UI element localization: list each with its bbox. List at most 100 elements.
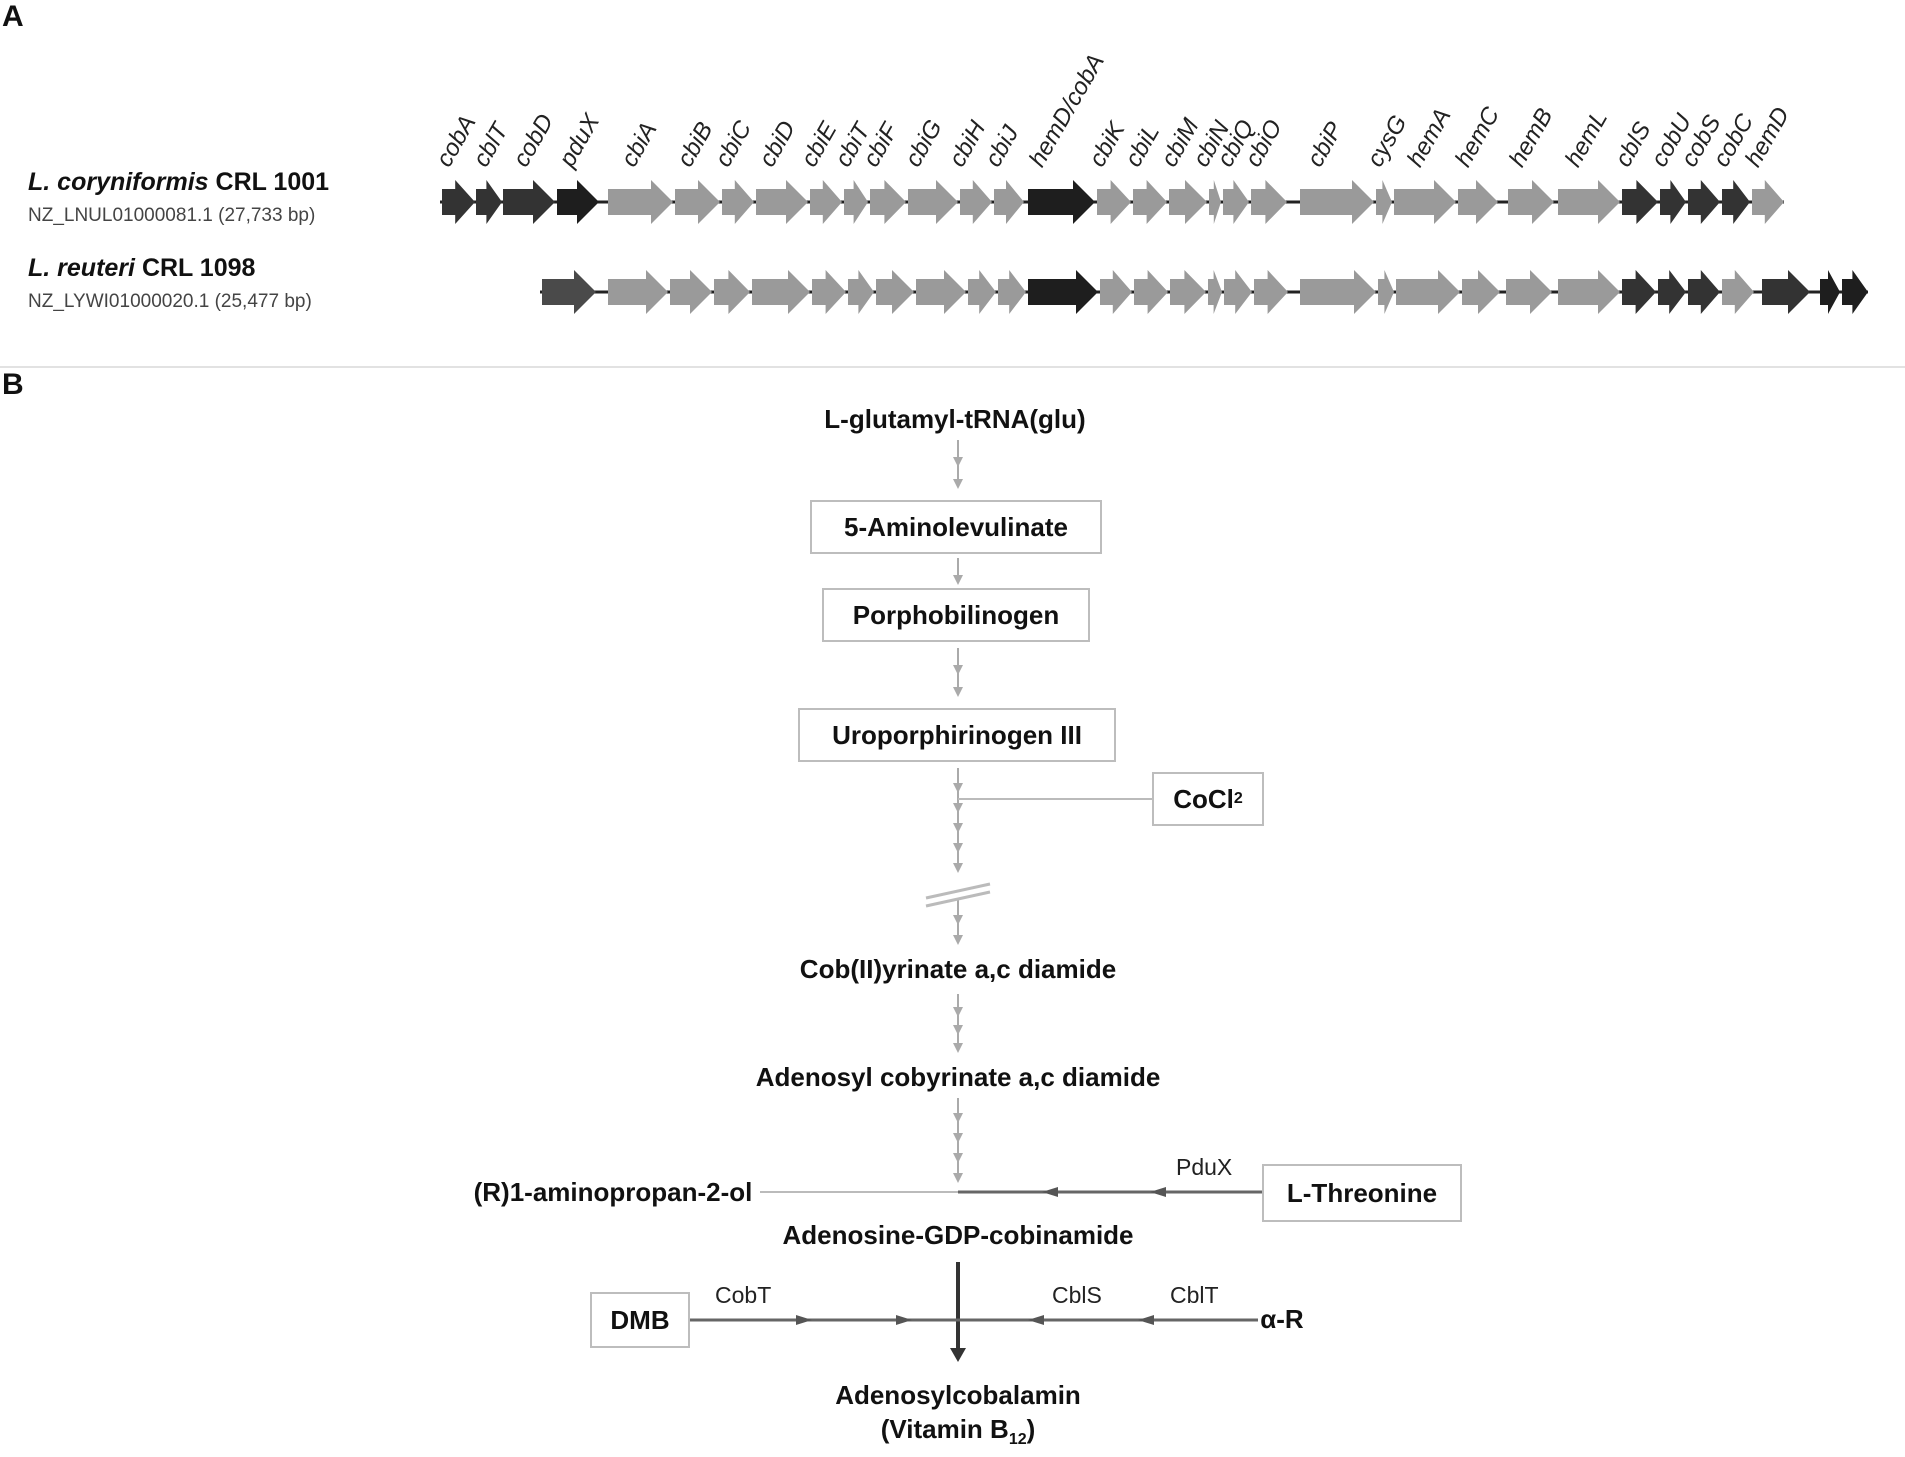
gene-arrow bbox=[812, 270, 846, 314]
gene-arrow bbox=[1376, 180, 1392, 224]
cocl2-text: CoCl bbox=[1173, 783, 1234, 814]
species-name: L. coryniformis bbox=[28, 168, 209, 196]
enzyme-cblt: CblT bbox=[1170, 1282, 1219, 1308]
gene-arrow bbox=[1688, 180, 1720, 224]
enzyme-cobt: CobT bbox=[715, 1282, 772, 1308]
branch-arrowhead bbox=[1028, 1315, 1044, 1325]
gene-row-reuteri bbox=[540, 270, 1868, 314]
gene-arrow bbox=[1100, 270, 1132, 314]
gene-arrow bbox=[1378, 270, 1394, 314]
gene-arrow bbox=[998, 270, 1026, 314]
gene-arrow bbox=[503, 180, 555, 224]
gene-arrow bbox=[1028, 180, 1095, 224]
panel-a-letter: A bbox=[2, 0, 24, 33]
gene-arrow bbox=[1254, 270, 1288, 314]
gene-arrow bbox=[870, 180, 906, 224]
gene-arrow bbox=[968, 270, 996, 314]
gene-arrow bbox=[608, 180, 673, 224]
gene-arrow bbox=[1658, 270, 1686, 314]
gene-arrow bbox=[1622, 180, 1658, 224]
node-aminopropanol: (R)1-aminopropan-2-ol bbox=[473, 1177, 753, 1207]
gene-arrow bbox=[1394, 180, 1456, 224]
node-porphobilinogen: Porphobilinogen bbox=[822, 588, 1090, 642]
gene-arrow bbox=[1134, 270, 1168, 314]
gene-arrow bbox=[557, 180, 599, 224]
node-adenosyl-cobyrinate: Adenosyl cobyrinate a,c diamide bbox=[755, 1062, 1161, 1092]
gene-arrow bbox=[994, 180, 1024, 224]
gene-arrow bbox=[960, 180, 992, 224]
gene-arrow bbox=[722, 180, 754, 224]
gene-cluster-map bbox=[440, 180, 1868, 314]
gene-arrow bbox=[675, 180, 720, 224]
branch-arrowhead bbox=[1042, 1187, 1058, 1197]
node-alpha-r: α-R bbox=[1260, 1304, 1304, 1334]
gene-arrow bbox=[1300, 180, 1374, 224]
gene-arrow bbox=[752, 270, 810, 314]
gene-arrow bbox=[1722, 270, 1754, 314]
node-glutamyl-trna: L-glutamyl-tRNA(glu) bbox=[824, 404, 1086, 434]
node-l-threonine: L-Threonine bbox=[1262, 1164, 1462, 1222]
gene-arrow bbox=[1688, 270, 1720, 314]
strain-name: L. coryniformis CRL 1001 bbox=[28, 168, 329, 197]
gene-arrow bbox=[1170, 270, 1206, 314]
node-cobyrinate-diamide: Cob(II)yrinate a,c diamide bbox=[799, 954, 1117, 984]
node-uroporphirinogen: Uroporphirinogen III bbox=[798, 708, 1116, 762]
node-vitamin-b12: (Vitamin B12) bbox=[881, 1412, 1036, 1457]
final-arrow bbox=[950, 1262, 966, 1362]
gene-arrow bbox=[608, 270, 668, 314]
gene-arrow bbox=[670, 270, 712, 314]
panel-divider bbox=[0, 366, 1905, 368]
gene-arrow bbox=[1558, 180, 1620, 224]
branch-arrowhead bbox=[896, 1315, 912, 1325]
gene-arrow bbox=[1223, 180, 1249, 224]
gene-arrow bbox=[542, 270, 596, 314]
gene-arrow bbox=[1133, 180, 1167, 224]
pathway-segment bbox=[925, 882, 991, 900]
panel-b-letter: B bbox=[2, 368, 24, 401]
strain-id: CRL 1098 bbox=[141, 254, 256, 282]
enzyme-pdux: PduX bbox=[1176, 1154, 1233, 1180]
gene-arrow bbox=[1396, 270, 1460, 314]
node-dmb: DMB bbox=[590, 1292, 690, 1348]
gene-arrow bbox=[1251, 180, 1287, 224]
gene-arrow bbox=[1762, 270, 1810, 314]
pathway-segment bbox=[925, 890, 991, 908]
gene-arrow bbox=[1842, 270, 1868, 314]
gene-arrow bbox=[1028, 270, 1098, 314]
side-branch-lines bbox=[690, 798, 1262, 1325]
vitamin-close: ) bbox=[1026, 1414, 1036, 1444]
gene-arrow bbox=[1558, 270, 1620, 314]
gene-arrow bbox=[442, 180, 475, 224]
node-aminolevulinate: 5-Aminolevulinate bbox=[810, 500, 1102, 554]
gene-arrow bbox=[1224, 270, 1252, 314]
gene-arrow bbox=[876, 270, 914, 314]
gene-arrow bbox=[1458, 180, 1498, 224]
cocl2-subscript: 2 bbox=[1233, 790, 1243, 807]
gene-arrow bbox=[908, 180, 958, 224]
gene-arrow bbox=[1752, 180, 1784, 224]
strain-id: CRL 1001 bbox=[215, 168, 330, 196]
gene-arrow bbox=[810, 180, 842, 224]
gene-arrow bbox=[1462, 270, 1500, 314]
gene-arrow bbox=[1300, 270, 1376, 314]
gene-arrow bbox=[916, 270, 966, 314]
gene-arrow bbox=[476, 180, 502, 224]
branch-arrowhead bbox=[1150, 1187, 1166, 1197]
gene-arrow bbox=[1508, 180, 1554, 224]
strain-name: L. reuteri CRL 1098 bbox=[28, 254, 312, 283]
gene-arrow bbox=[848, 270, 874, 314]
gene-arrow bbox=[1506, 270, 1552, 314]
gene-arrow bbox=[1622, 270, 1656, 314]
gene-arrow bbox=[1722, 180, 1750, 224]
strain-accession: NZ_LYWI01000020.1 (25,477 bp) bbox=[28, 291, 312, 312]
vitamin-text: (Vitamin B bbox=[880, 1414, 1009, 1444]
gene-arrow bbox=[756, 180, 808, 224]
node-adenosylcobalamin: Adenosylcobalamin bbox=[835, 1380, 1081, 1410]
branch-arrowhead bbox=[1138, 1315, 1154, 1325]
gene-arrow bbox=[844, 180, 868, 224]
gene-row-coryniformis bbox=[440, 180, 1784, 224]
gene-arrow bbox=[714, 270, 750, 314]
enzyme-cbls: CblS bbox=[1052, 1282, 1102, 1308]
